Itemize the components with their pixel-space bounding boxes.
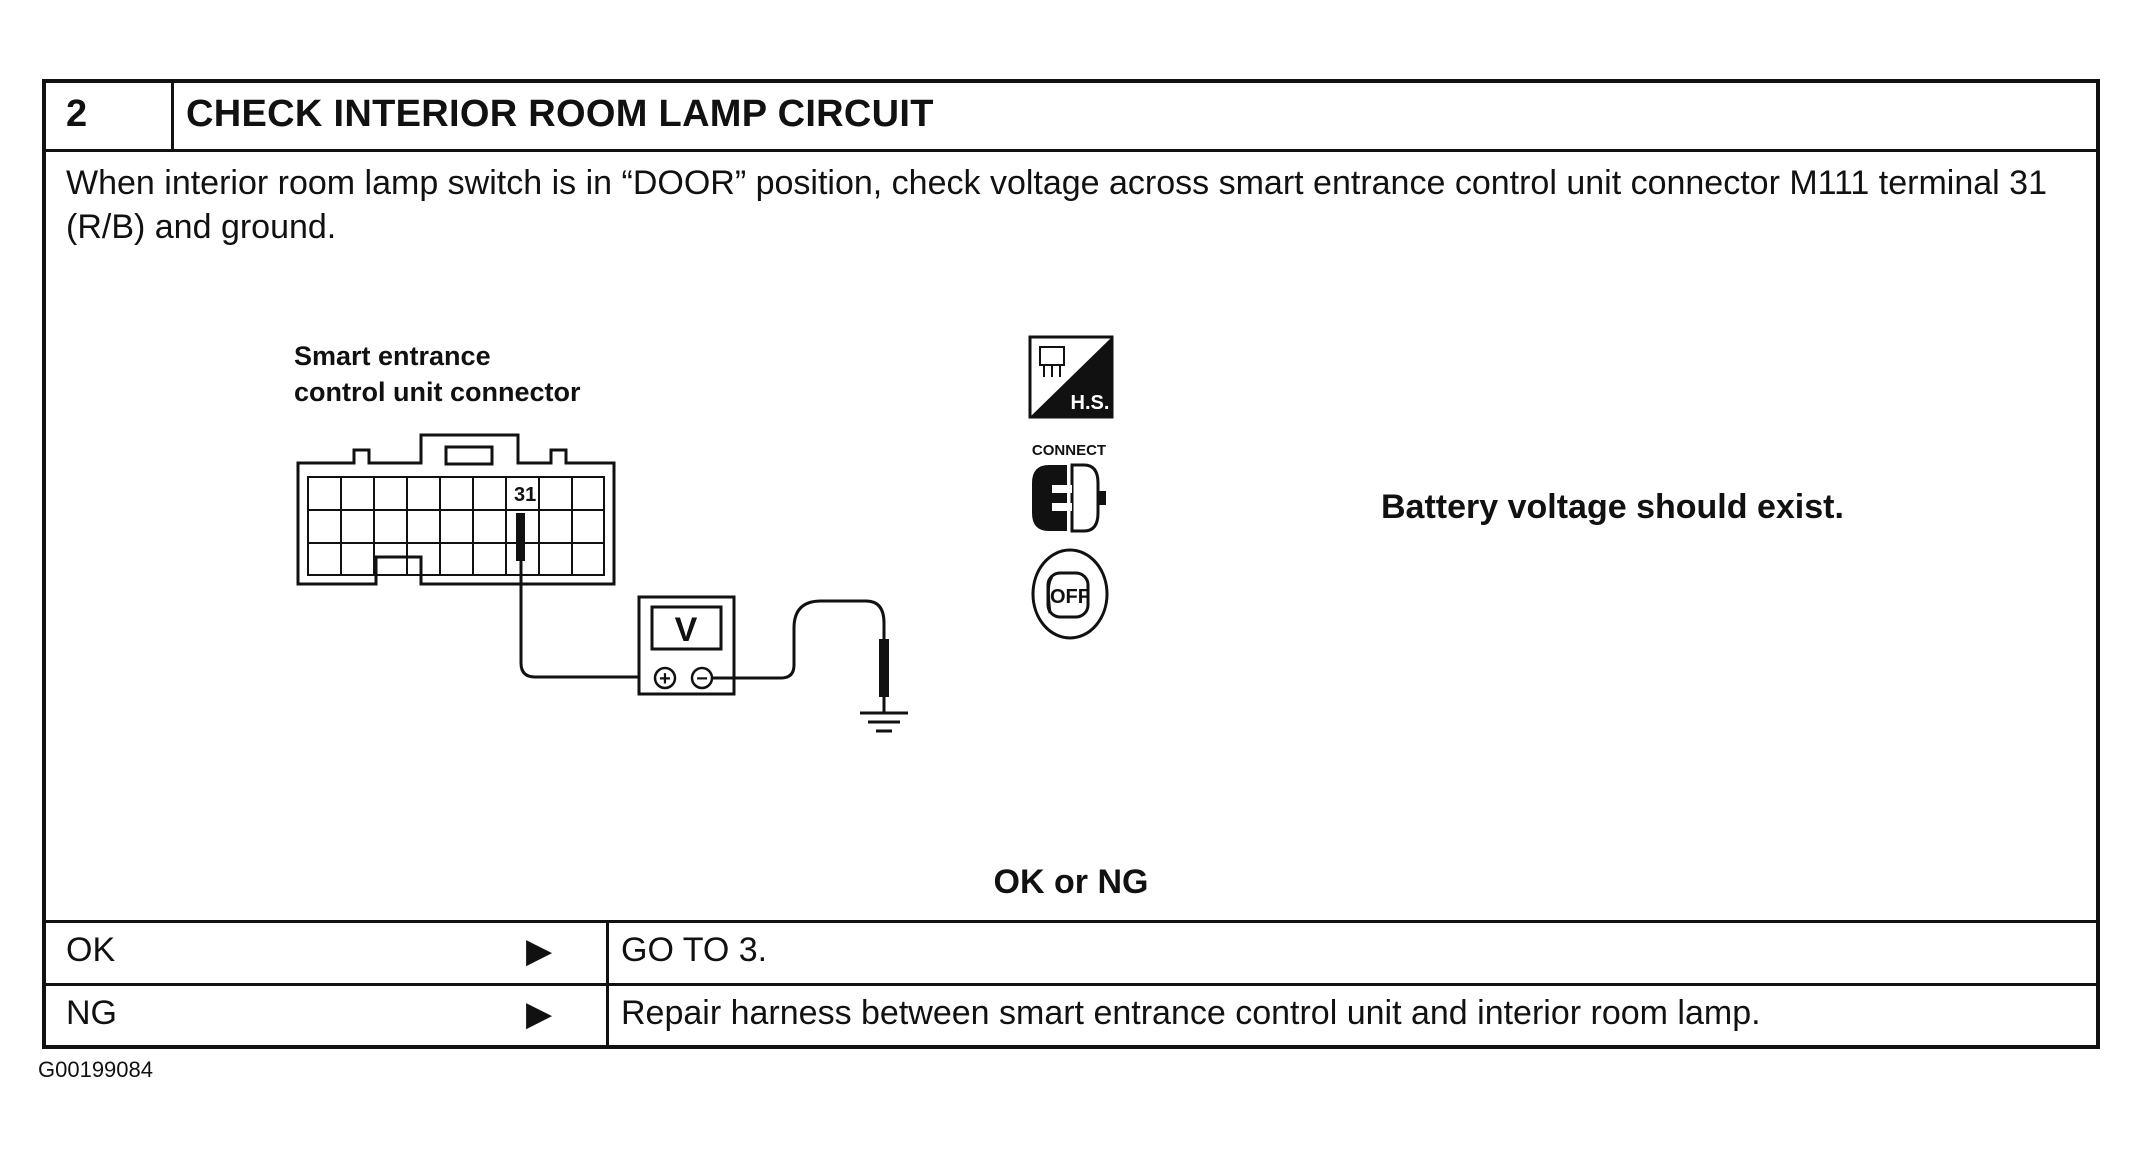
outcome-divider xyxy=(606,920,609,1049)
ignition-off-icon: OFF xyxy=(1031,548,1109,640)
expected-result: Battery voltage should exist. xyxy=(1381,488,1844,526)
harness-side-icon: H.S. xyxy=(1028,335,1114,419)
ok-or-ng-heading: OK or NG xyxy=(993,863,1149,901)
outcome-rule-top xyxy=(46,920,2096,923)
connector-cavities xyxy=(307,476,605,576)
connect-icon: CONNECT xyxy=(1032,442,1106,533)
positive-lead-wire xyxy=(519,561,648,679)
terminal-number: 31 xyxy=(514,484,536,506)
voltmeter-label: V xyxy=(675,611,698,649)
negative-probe xyxy=(879,639,889,697)
positive-probe xyxy=(516,513,525,561)
outcome-ok-action: GO TO 3. xyxy=(621,931,768,969)
header-divider xyxy=(171,83,174,151)
ground-symbol xyxy=(860,711,908,733)
plus-terminal xyxy=(653,666,677,690)
svg-text:H.S.: H.S. xyxy=(1071,392,1110,414)
step-number: 2 xyxy=(66,93,88,135)
wiring-diagram: 31 V + − H.S. xyxy=(296,335,1114,733)
connector-latch xyxy=(444,445,494,466)
procedure-table: 2 CHECK INTERIOR ROOM LAMP CIRCUIT When … xyxy=(42,79,2100,1049)
plus-sign: + xyxy=(659,668,671,690)
connector-label: Smart entrance control unit connector xyxy=(294,338,581,410)
figure-id: G00199084 xyxy=(38,1057,153,1082)
outcome-rule-middle xyxy=(46,983,2096,986)
instruction-text: When interior room lamp switch is in “DO… xyxy=(66,164,2047,246)
voltmeter-display xyxy=(650,605,723,651)
header-rule xyxy=(46,149,2096,152)
outcome-ng-label: NG xyxy=(66,994,117,1032)
outcome-ng-action: Repair harness between smart entrance co… xyxy=(621,994,1761,1032)
step-title: CHECK INTERIOR ROOM LAMP CIRCUIT xyxy=(186,93,934,135)
outcome-ok-label: OK xyxy=(66,931,116,969)
svg-text:CONNECT: CONNECT xyxy=(1032,442,1106,459)
connector-label-line2: control unit connector xyxy=(294,377,581,407)
outcome-ng-arrow: ▶ xyxy=(526,995,553,1033)
connector-label-line1: Smart entrance xyxy=(294,341,491,371)
negative-lead-wire xyxy=(712,599,886,680)
outcome-ok-arrow: ▶ xyxy=(526,932,553,970)
svg-text:OFF: OFF xyxy=(1050,586,1090,608)
minus-sign: − xyxy=(696,668,708,690)
